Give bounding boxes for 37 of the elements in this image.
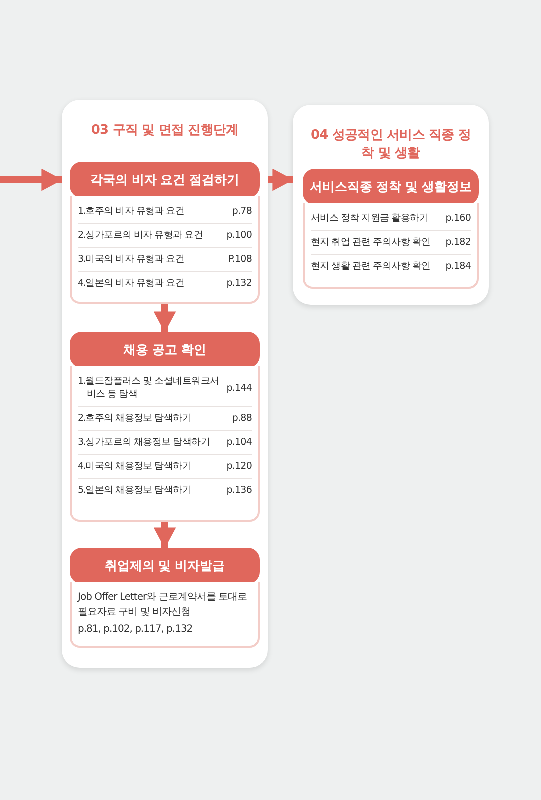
page-reference: p.120 — [226, 460, 252, 473]
list-item-text: 1.월드잡플러스 및 소셜네트워크서비스 등 탐색 — [78, 375, 220, 401]
step-header: 서비스직종 정착 및 생활정보 — [303, 169, 479, 205]
list-item-text: 1.호주의 비자 유형과 요건 — [78, 205, 185, 218]
page-reference: p.132 — [226, 277, 252, 290]
step-header: 취업제의 및 비자발급 — [70, 548, 260, 584]
flow-arrow — [154, 304, 176, 333]
flow-arrow — [0, 168, 63, 192]
list-item-text: 3.싱가포르의 채용정보 탐색하기 — [78, 436, 210, 449]
list-item-text: 현지 생활 관련 주의사항 확인 — [311, 260, 431, 273]
step-header: 각국의 비자 요건 점검하기 — [70, 162, 260, 198]
list-item-text: 4.미국의 채용정보 탐색하기 — [78, 460, 192, 473]
page-reference: P.108 — [228, 253, 252, 266]
page-reference: p.78 — [232, 205, 252, 218]
page-reference: p.100 — [226, 229, 252, 242]
page-reference: p.144 — [226, 382, 252, 394]
list-item-text: 서비스 정착 지원금 활용하기 — [311, 212, 429, 225]
page-reference: p.104 — [226, 436, 252, 449]
flow-arrow — [268, 168, 294, 192]
list-item-text: 2.싱가포르의 비자 유형과 요건 — [78, 229, 204, 242]
page-reference: p.184 — [446, 260, 471, 273]
page-reference: p.88 — [232, 412, 252, 425]
page-reference: p.160 — [446, 212, 471, 225]
stage-title: 04 성공적인 서비스 직종 정착 및 생활 — [311, 127, 471, 163]
stage-card — [62, 100, 268, 668]
page-reference: p.182 — [446, 236, 471, 249]
step-description: p.81, p.102, p.117, p.132 — [78, 623, 194, 637]
step-header: 채용 공고 확인 — [70, 332, 260, 368]
stage-title: 03 구직 및 면접 진행단계 — [90, 122, 240, 140]
list-item-text: 5.일본의 채용정보 탐색하기 — [78, 484, 192, 497]
list-item-text: 2.호주의 채용정보 탐색하기 — [78, 412, 192, 425]
list-item-text: 4.일본의 비자 유형과 요건 — [78, 277, 185, 290]
flow-arrow — [154, 522, 176, 549]
stage-card — [293, 105, 489, 305]
page-reference: p.136 — [226, 484, 252, 497]
list-item-text: 3.미국의 비자 유형과 요건 — [78, 253, 185, 266]
list-item-text: 현지 취업 관련 주의사항 확인 — [311, 236, 431, 249]
